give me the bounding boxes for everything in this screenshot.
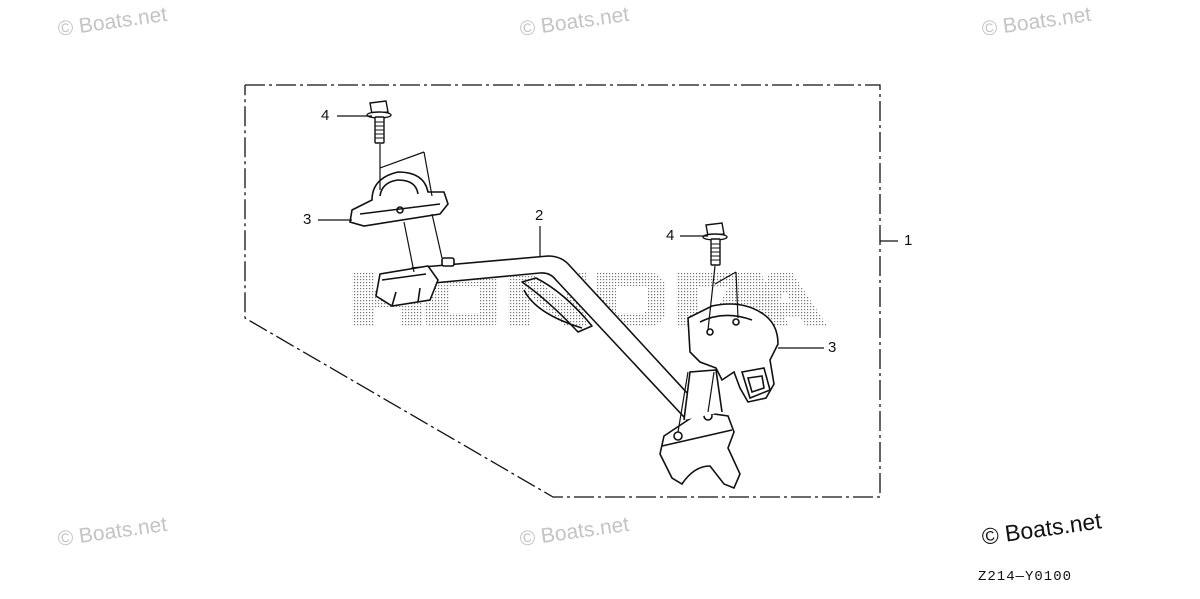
assembly-lines-right: [677, 265, 739, 433]
clamp-upper-right: [687, 303, 779, 403]
bolt-left: [366, 100, 392, 144]
callout-bar: 2: [535, 207, 544, 224]
diagram-code: Z214—Y0100: [978, 569, 1073, 585]
assembly-lines-left: [379, 144, 443, 273]
bolt-right: [702, 222, 728, 266]
leader-lines: [318, 115, 898, 349]
callout-clamp-right: 3: [828, 339, 837, 356]
callout-clamp-left: 3: [303, 211, 312, 228]
kit-boundary: [244, 84, 881, 498]
clamp-upper-left: [349, 171, 449, 227]
callout-kit: 1: [904, 232, 913, 249]
callout-bolt-left: 4: [321, 107, 330, 124]
left-lower-bracket: [375, 257, 455, 307]
callout-bolt-right: 4: [666, 227, 675, 244]
